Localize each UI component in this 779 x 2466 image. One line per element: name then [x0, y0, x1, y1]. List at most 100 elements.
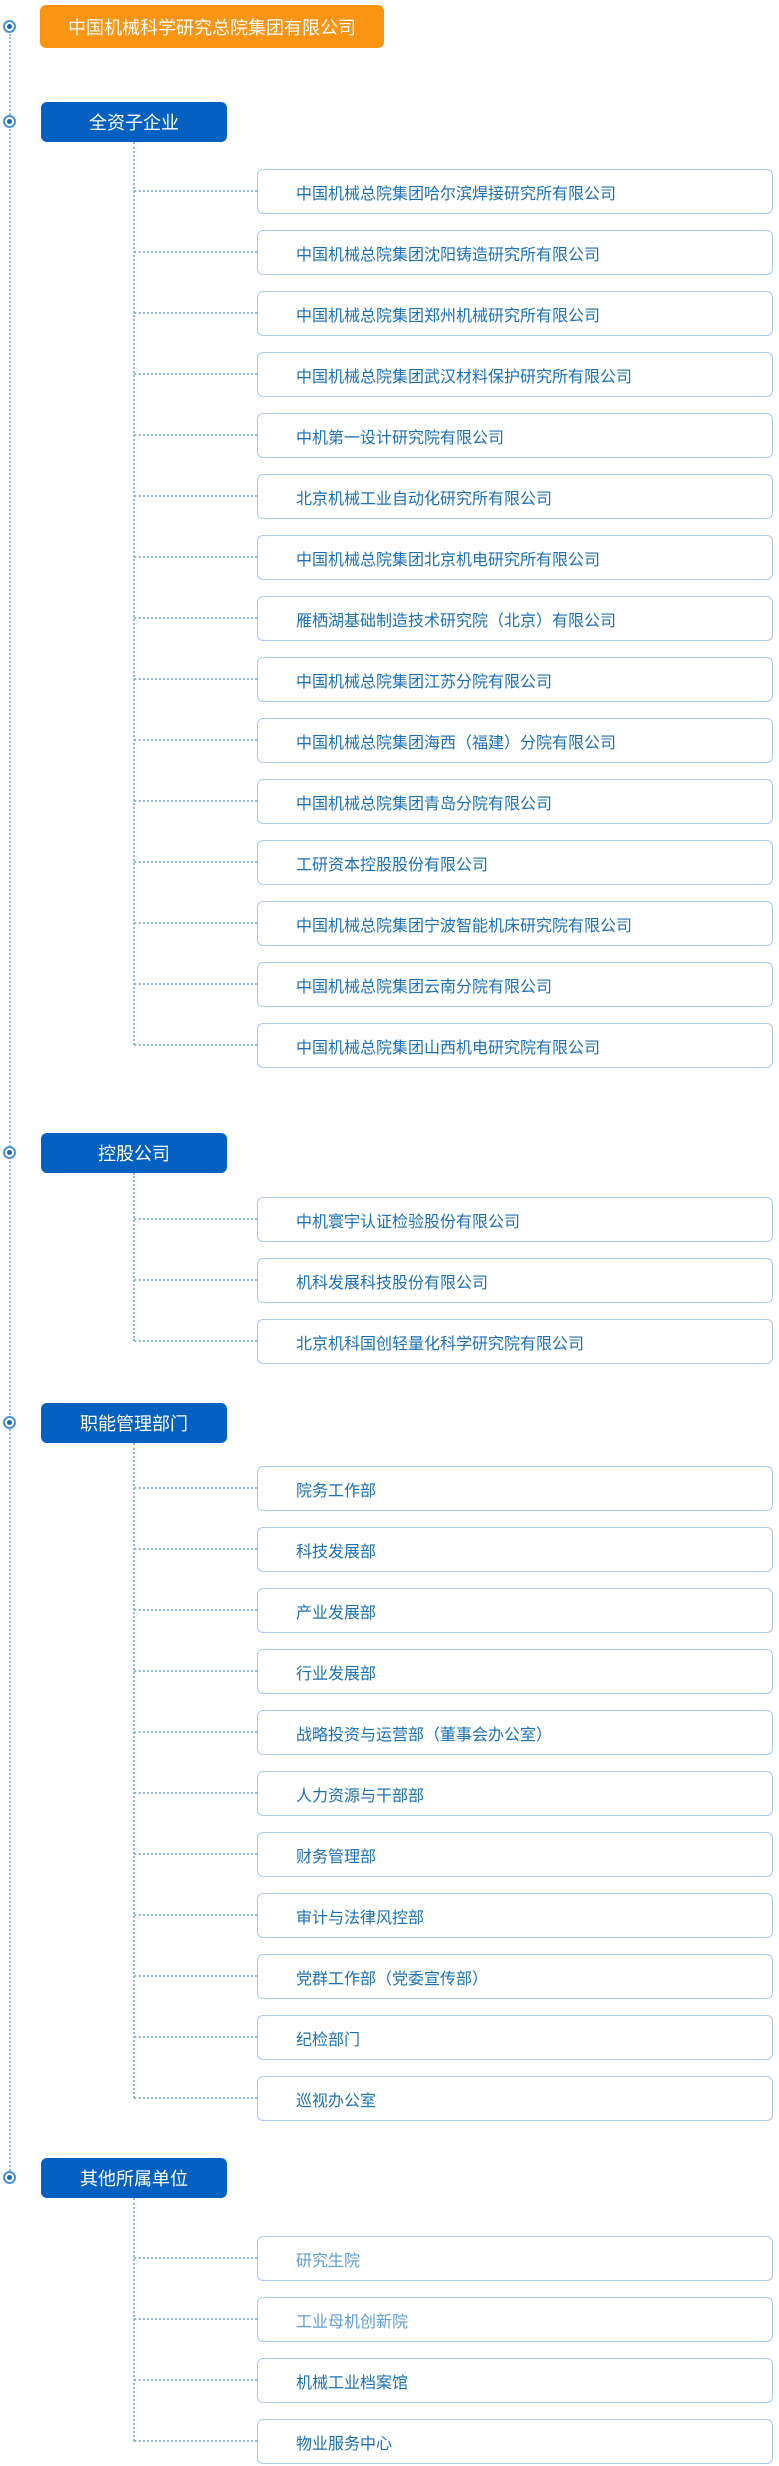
horizontal-dotted-line: [134, 617, 257, 619]
org-item-row: 中国机械总院集团青岛分院有限公司: [0, 779, 779, 824]
org-item-row: 工研资本控股股份有限公司: [0, 840, 779, 885]
org-item-row: 党群工作部（党委宣传部）: [0, 1954, 779, 1999]
org-item-link[interactable]: 工研资本控股股份有限公司: [257, 840, 773, 885]
sections-container: 全资子企业 中国机械总院集团哈尔滨焊接研究所有限公司 中国机械总院集团沈阳铸造研…: [0, 102, 779, 2464]
horizontal-dotted-line: [134, 1487, 257, 1489]
org-item-row: 中国机械总院集团北京机电研究所有限公司: [0, 535, 779, 580]
org-item-row: 中机寰宇认证检验股份有限公司: [0, 1197, 779, 1242]
org-item-row: 纪检部门: [0, 2015, 779, 2060]
horizontal-dotted-line: [134, 800, 257, 802]
org-item-link[interactable]: 党群工作部（党委宣传部）: [257, 1954, 773, 1999]
org-item-link[interactable]: 中国机械总院集团江苏分院有限公司: [257, 657, 773, 702]
org-item-link[interactable]: 物业服务中心: [257, 2419, 773, 2464]
org-item-link[interactable]: 中国机械总院集团武汉材料保护研究所有限公司: [257, 352, 773, 397]
org-item-row: 中国机械总院集团沈阳铸造研究所有限公司: [0, 230, 779, 275]
horizontal-dotted-line: [134, 373, 257, 375]
org-item-link[interactable]: 中国机械总院集团青岛分院有限公司: [257, 779, 773, 824]
horizontal-dotted-line: [134, 1914, 257, 1916]
root-company-title: 中国机械科学研究总院集团有限公司: [40, 5, 384, 48]
org-item-row: 物业服务中心: [0, 2419, 779, 2464]
horizontal-dotted-line: [134, 861, 257, 863]
org-item-row: 中国机械总院集团云南分院有限公司: [0, 962, 779, 1007]
radio-bullet-icon: [3, 1146, 16, 1159]
org-item-row: 中国机械总院集团江苏分院有限公司: [0, 657, 779, 702]
section-children: 院务工作部 科技发展部 产业发展部 行业发展部 战略投资与运营部（董事会办公室）…: [0, 1443, 779, 2121]
org-section: 职能管理部门 院务工作部 科技发展部 产业发展部 行业发展部 战略投资与运营部（…: [0, 1403, 779, 2121]
horizontal-dotted-line: [134, 1218, 257, 1220]
org-item-link[interactable]: 审计与法律风控部: [257, 1893, 773, 1938]
org-item-link[interactable]: 北京机械工业自动化研究所有限公司: [257, 474, 773, 519]
section-head: 全资子企业: [0, 102, 779, 142]
org-item-row: 中国机械总院集团武汉材料保护研究所有限公司: [0, 352, 779, 397]
section-children: 研究生院 工业母机创新院 机械工业档案馆 物业服务中心: [0, 2198, 779, 2464]
horizontal-dotted-line: [134, 678, 257, 680]
org-item-row: 巡视办公室: [0, 2076, 779, 2121]
org-item-row: 产业发展部: [0, 1588, 779, 1633]
section-header-button[interactable]: 职能管理部门: [41, 1403, 227, 1443]
org-item-row: 人力资源与干部部: [0, 1771, 779, 1816]
org-item-link[interactable]: 中国机械总院集团北京机电研究所有限公司: [257, 535, 773, 580]
org-item-row: 雁栖湖基础制造技术研究院（北京）有限公司: [0, 596, 779, 641]
section-header-button[interactable]: 控股公司: [41, 1133, 227, 1173]
org-item-link[interactable]: 行业发展部: [257, 1649, 773, 1694]
org-item-link[interactable]: 院务工作部: [257, 1466, 773, 1511]
org-item-row: 中国机械总院集团哈尔滨焊接研究所有限公司: [0, 169, 779, 214]
org-item-link[interactable]: 中国机械总院集团海西（福建）分院有限公司: [257, 718, 773, 763]
section-header-button[interactable]: 全资子企业: [41, 102, 227, 142]
org-item-link[interactable]: 中国机械总院集团沈阳铸造研究所有限公司: [257, 230, 773, 275]
org-item-row: 行业发展部: [0, 1649, 779, 1694]
org-section: 控股公司 中机寰宇认证检验股份有限公司 机科发展科技股份有限公司 北京机科国创轻…: [0, 1133, 779, 1364]
vertical-dotted-line: [133, 142, 135, 1045]
org-item-link[interactable]: 巡视办公室: [257, 2076, 773, 2121]
org-item-link[interactable]: 人力资源与干部部: [257, 1771, 773, 1816]
horizontal-dotted-line: [134, 2036, 257, 2038]
horizontal-dotted-line: [134, 1975, 257, 1977]
org-item-link[interactable]: 中国机械总院集团哈尔滨焊接研究所有限公司: [257, 169, 773, 214]
horizontal-dotted-line: [134, 2257, 257, 2259]
org-item-link[interactable]: 雁栖湖基础制造技术研究院（北京）有限公司: [257, 596, 773, 641]
section-header-button[interactable]: 其他所属单位: [41, 2158, 227, 2198]
org-item-link[interactable]: 工业母机创新院: [257, 2297, 773, 2342]
org-item-row: 科技发展部: [0, 1527, 779, 1572]
horizontal-dotted-line: [134, 2440, 257, 2442]
section-children: 中国机械总院集团哈尔滨焊接研究所有限公司 中国机械总院集团沈阳铸造研究所有限公司…: [0, 142, 779, 1068]
org-item-link[interactable]: 产业发展部: [257, 1588, 773, 1633]
org-item-row: 院务工作部: [0, 1466, 779, 1511]
org-item-link[interactable]: 中机寰宇认证检验股份有限公司: [257, 1197, 773, 1242]
org-item-row: 审计与法律风控部: [0, 1893, 779, 1938]
horizontal-dotted-line: [134, 1548, 257, 1550]
org-item-link[interactable]: 中机第一设计研究院有限公司: [257, 413, 773, 458]
org-item-row: 工业母机创新院: [0, 2297, 779, 2342]
org-item-link[interactable]: 中国机械总院集团云南分院有限公司: [257, 962, 773, 1007]
org-item-link[interactable]: 机科发展科技股份有限公司: [257, 1258, 773, 1303]
org-item-link[interactable]: 战略投资与运营部（董事会办公室）: [257, 1710, 773, 1755]
org-item-link[interactable]: 财务管理部: [257, 1832, 773, 1877]
horizontal-dotted-line: [134, 312, 257, 314]
org-item-row: 北京机科国创轻量化科学研究院有限公司: [0, 1319, 779, 1364]
radio-bullet-icon: [3, 1416, 16, 1429]
org-item-row: 中国机械总院集团郑州机械研究所有限公司: [0, 291, 779, 336]
horizontal-dotted-line: [134, 1340, 257, 1342]
org-item-link[interactable]: 中国机械总院集团宁波智能机床研究院有限公司: [257, 901, 773, 946]
org-item-row: 北京机械工业自动化研究所有限公司: [0, 474, 779, 519]
radio-bullet-icon: [3, 20, 16, 33]
org-item-row: 研究生院: [0, 2236, 779, 2281]
radio-bullet-icon: [3, 2171, 16, 2184]
org-item-link[interactable]: 研究生院: [257, 2236, 773, 2281]
org-item-row: 中机第一设计研究院有限公司: [0, 413, 779, 458]
org-item-link[interactable]: 机械工业档案馆: [257, 2358, 773, 2403]
org-item-row: 财务管理部: [0, 1832, 779, 1877]
radio-bullet-icon: [3, 115, 16, 128]
horizontal-dotted-line: [134, 1670, 257, 1672]
org-item-link[interactable]: 中国机械总院集团山西机电研究院有限公司: [257, 1023, 773, 1068]
trunk-dotted-line: [9, 34, 11, 2178]
horizontal-dotted-line: [134, 2097, 257, 2099]
org-section: 其他所属单位 研究生院 工业母机创新院 机械工业档案馆 物业服务中心: [0, 2158, 779, 2464]
org-item-link[interactable]: 北京机科国创轻量化科学研究院有限公司: [257, 1319, 773, 1364]
horizontal-dotted-line: [134, 2379, 257, 2381]
org-item-link[interactable]: 中国机械总院集团郑州机械研究所有限公司: [257, 291, 773, 336]
org-item-link[interactable]: 科技发展部: [257, 1527, 773, 1572]
horizontal-dotted-line: [134, 983, 257, 985]
org-item-link[interactable]: 纪检部门: [257, 2015, 773, 2060]
